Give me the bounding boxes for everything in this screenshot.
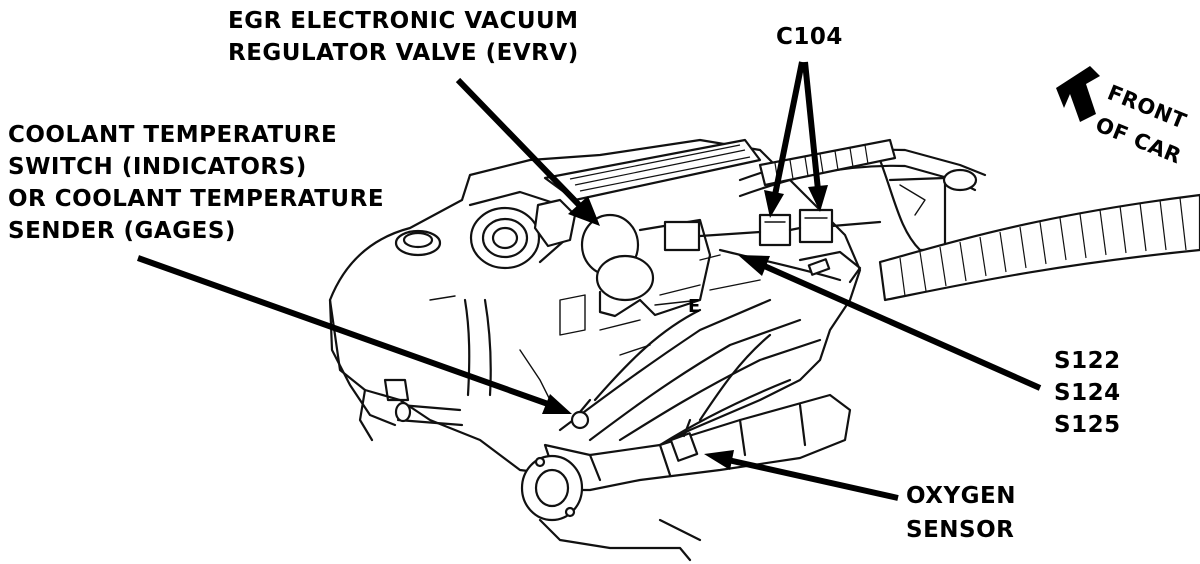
callout-labels: EGR ELECTRONIC VACUUM REGULATOR VALVE (E…	[8, 8, 1121, 543]
oxygen-arrowhead	[704, 450, 734, 470]
front-direction-arrow-icon	[1056, 66, 1100, 122]
egr-label-line1: EGR ELECTRONIC VACUUM	[228, 8, 579, 34]
s124-label: S124	[1054, 380, 1121, 406]
oxygen-sensor-part	[669, 418, 699, 462]
c104-pointer-right	[802, 61, 821, 191]
radiator-cap	[394, 229, 442, 257]
coolant-label-line2: SWITCH (INDICATORS)	[8, 154, 307, 180]
coolant-label-line4: SENDER (GAGES)	[8, 218, 236, 244]
harness-c104-loom	[758, 138, 897, 187]
engine-illustration: E	[328, 138, 1200, 562]
c104-pointer-left	[772, 61, 805, 196]
coolant-arrowhead	[542, 394, 572, 414]
splice-pointer	[760, 262, 1042, 391]
throttle-body	[468, 190, 577, 270]
oxygen-pointer	[727, 457, 899, 501]
exhaust-manifold	[543, 393, 852, 492]
exhaust-flange	[520, 454, 584, 522]
harness-splice-region	[718, 248, 862, 284]
connector-c104	[663, 208, 882, 252]
exhaust-pipe	[538, 518, 702, 562]
c104-arrowhead-right	[808, 185, 828, 212]
egr-label-line2: REGULATOR VALVE (EVRV)	[228, 40, 579, 66]
egr-pointer	[455, 77, 585, 211]
valve-cover-ribs	[569, 144, 751, 192]
c104-arrowhead-left	[764, 190, 784, 218]
front-of-car-indicator: FRONT OF CAR	[1056, 66, 1190, 168]
harness-right	[878, 193, 1200, 302]
oxygen-label-line1: OXYGEN	[906, 483, 1016, 509]
s125-label: S125	[1054, 412, 1121, 438]
egr-valve	[580, 213, 655, 318]
splice-arrowhead	[738, 255, 770, 276]
pointer-lines	[136, 61, 1042, 501]
coolant-pointer	[136, 255, 550, 407]
coolant-temp-switch-part	[570, 398, 592, 430]
oxygen-label-line2: SENSOR	[906, 517, 1014, 543]
s122-label: S122	[1054, 348, 1121, 374]
coolant-label-line3: OR COOLANT TEMPERATURE	[8, 186, 384, 212]
engine-detail-lines	[429, 254, 761, 411]
plenum-letter: E	[688, 296, 700, 317]
spark-plug-wires	[558, 298, 822, 447]
coolant-label-line1: COOLANT TEMPERATURE	[8, 122, 337, 148]
egr-arrowhead	[568, 196, 600, 226]
engine-lower-left	[328, 298, 397, 442]
c104-label: C104	[776, 24, 843, 50]
